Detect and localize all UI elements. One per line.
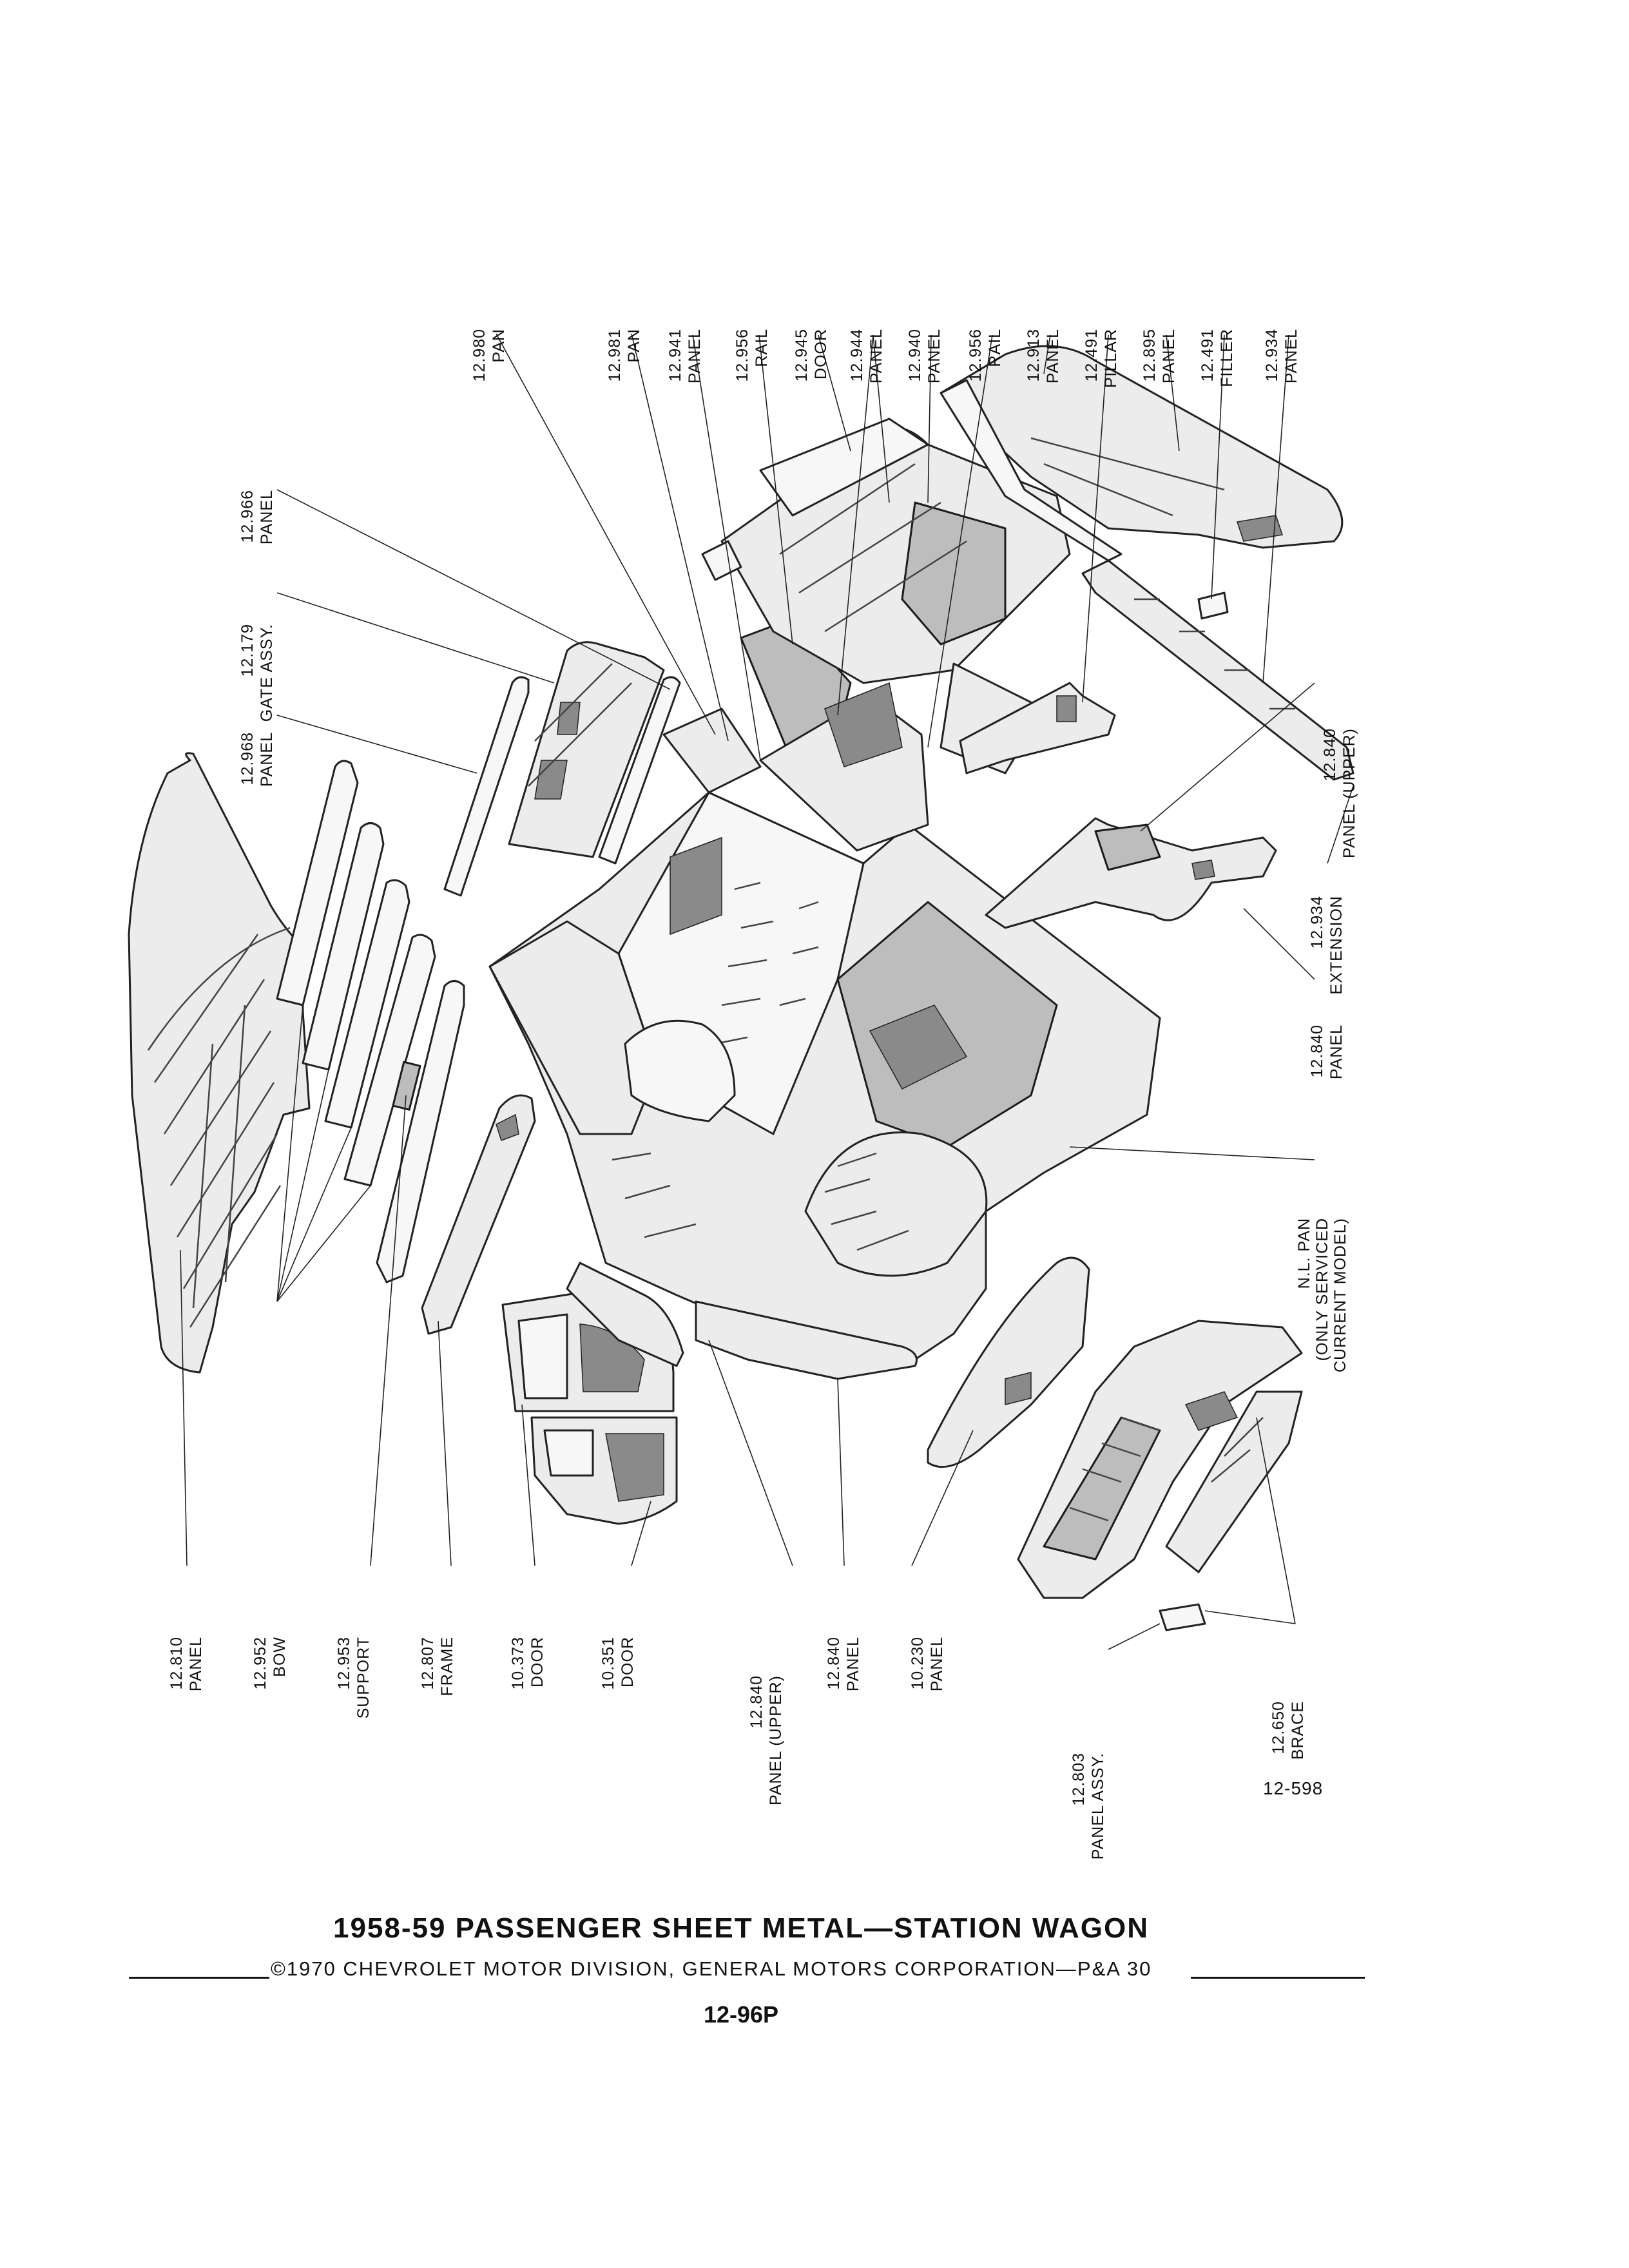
roof-panel-12810	[128, 752, 311, 1374]
tail-gate-panel-12968	[443, 676, 530, 897]
callout-10351-num: 10.351	[599, 1637, 617, 1689]
callout-12956a-num: 12.956	[733, 329, 751, 381]
callout-10351-name: DOOR	[619, 1637, 637, 1687]
rear-door-10351	[530, 1416, 678, 1525]
callout-12940-name: PANEL	[925, 329, 943, 383]
callout-nl-pan-line3: CURRENT MODEL)	[1331, 1218, 1349, 1372]
callout-12945-num: 12.945	[793, 329, 811, 381]
callout-12840-bottom-num: 12.840	[825, 1637, 843, 1689]
callout-12980-num: 12.980	[470, 329, 488, 381]
dash-panel-assembly-12803	[1017, 1320, 1303, 1599]
callout-labels: 12.980 PAN 12.981 PAN 12.941 PANEL 12.95…	[168, 329, 1358, 1860]
callout-12980-name: PAN	[490, 329, 508, 363]
callout-12966-num: 12.966	[238, 490, 256, 543]
upper-roof-panel-12913-12895	[940, 345, 1344, 562]
leader-lines	[180, 333, 1354, 1650]
rear-quarter-panel-12840	[985, 817, 1277, 929]
callout-12944-name: PANEL	[867, 329, 885, 383]
callout-10230-num: 10.230	[909, 1637, 927, 1689]
callout-12807-num: 12.807	[419, 1637, 437, 1689]
callout-nl-pan-line2: (ONLY SERVICED	[1313, 1218, 1331, 1361]
callout-12953-name: SUPPORT	[354, 1637, 372, 1718]
callout-12895-name: PANEL	[1160, 329, 1178, 383]
callout-12968-num: 12.968	[238, 732, 256, 785]
callout-12934e-name: EXTENSION	[1327, 896, 1345, 994]
callout-12966-name: PANEL	[258, 490, 276, 544]
callout-12840u-right-name: PANEL (UPPER)	[1340, 728, 1358, 858]
callout-12803-num: 12.803	[1070, 1753, 1088, 1805]
callout-12840u-right-num: 12.840	[1321, 728, 1339, 781]
brace-12650	[1159, 1390, 1303, 1631]
callout-12940-num: 12.940	[906, 329, 924, 381]
rear-pans-12980-12981	[662, 617, 929, 852]
floor-pan-assembly	[488, 791, 1161, 1380]
callout-10373-name: DOOR	[528, 1637, 546, 1687]
copyright-text: ©1970 CHEVROLET MOTOR DIVISION, GENERAL …	[271, 1957, 1152, 1980]
callout-12913-name: PANEL	[1044, 329, 1062, 383]
callout-12952-num: 12.952	[251, 1637, 269, 1689]
callout-12810-num: 12.810	[168, 1637, 186, 1689]
tail-gate-assembly-12179	[508, 641, 665, 858]
copyright-rule-right	[1191, 1977, 1365, 1979]
copyright-line: ©1970 CHEVROLET MOTOR DIVISION, GENERAL …	[129, 1957, 1366, 1983]
page-title: 1958-59 PASSENGER SHEET METAL—STATION WA…	[333, 1912, 1150, 1944]
callout-12941-name: PANEL	[686, 329, 704, 383]
callout-12913-num: 12.913	[1025, 329, 1043, 381]
callout-12491f-name: FILLER	[1218, 329, 1236, 387]
callout-12179-name: GATE ASSY.	[258, 624, 276, 722]
pillar-12491	[959, 682, 1116, 774]
callout-nl-pan-line1: N.L. PAN	[1295, 1218, 1313, 1289]
callout-12650-name: BRACE	[1289, 1701, 1307, 1760]
callout-12179-num: 12.179	[238, 624, 256, 677]
callout-12895-num: 12.895	[1141, 329, 1159, 381]
callout-12650-num: 12.650	[1269, 1701, 1287, 1754]
callout-10373-num: 10.373	[509, 1637, 527, 1689]
callout-12840u-bottom-num: 12.840	[747, 1675, 766, 1728]
copyright-rule-left	[129, 1977, 269, 1979]
callout-12803-name: PANEL ASSY.	[1089, 1753, 1107, 1860]
callout-12840-right-num: 12.840	[1308, 1024, 1326, 1077]
callout-12840-bottom-name: PANEL	[844, 1637, 862, 1691]
side-panel-12934	[1081, 559, 1354, 781]
callout-12941-num: 12.941	[666, 329, 684, 381]
callout-12945-name: DOOR	[812, 329, 830, 380]
callout-12807-name: FRAME	[438, 1637, 456, 1696]
callout-12934e-num: 12.934	[1308, 896, 1326, 948]
roof-support-12953	[376, 980, 465, 1283]
callout-12934p-name: PANEL	[1282, 329, 1300, 383]
parts-illustration	[128, 345, 1354, 1631]
callout-12956a-name: RAIL	[753, 329, 771, 367]
callout-12810-name: PANEL	[187, 1637, 205, 1691]
callout-12491p-name: PILLAR	[1102, 329, 1120, 388]
callout-12952-name: BOW	[271, 1637, 289, 1677]
callout-12956b-name: RAIL	[986, 329, 1004, 367]
front-fender-panel-10230	[927, 1256, 1090, 1468]
page-number: 12-96P	[703, 2001, 779, 2028]
tail-gate-panel-12966	[598, 676, 681, 865]
callout-12981-name: PAN	[625, 329, 643, 363]
figure-number: 12-598	[1263, 1778, 1324, 1798]
filler-12491	[1197, 591, 1229, 620]
callout-12840u-bottom-name: PANEL (UPPER)	[767, 1675, 785, 1805]
callout-12953-num: 12.953	[335, 1637, 353, 1689]
callout-12491f-num: 12.491	[1199, 329, 1217, 381]
callout-12956b-num: 12.956	[967, 329, 985, 381]
callout-12934p-num: 12.934	[1263, 329, 1281, 381]
callout-12491p-num: 12.491	[1083, 329, 1101, 381]
callout-12968-name: PANEL	[258, 732, 276, 787]
roof-bows-12952	[276, 760, 436, 1187]
callout-12981-num: 12.981	[606, 329, 624, 381]
callout-12944-num: 12.944	[848, 329, 866, 381]
callout-10230-name: PANEL	[928, 1637, 946, 1691]
windshield-frame-12807	[421, 1094, 536, 1335]
callout-12840-right-name: PANEL	[1327, 1024, 1345, 1079]
